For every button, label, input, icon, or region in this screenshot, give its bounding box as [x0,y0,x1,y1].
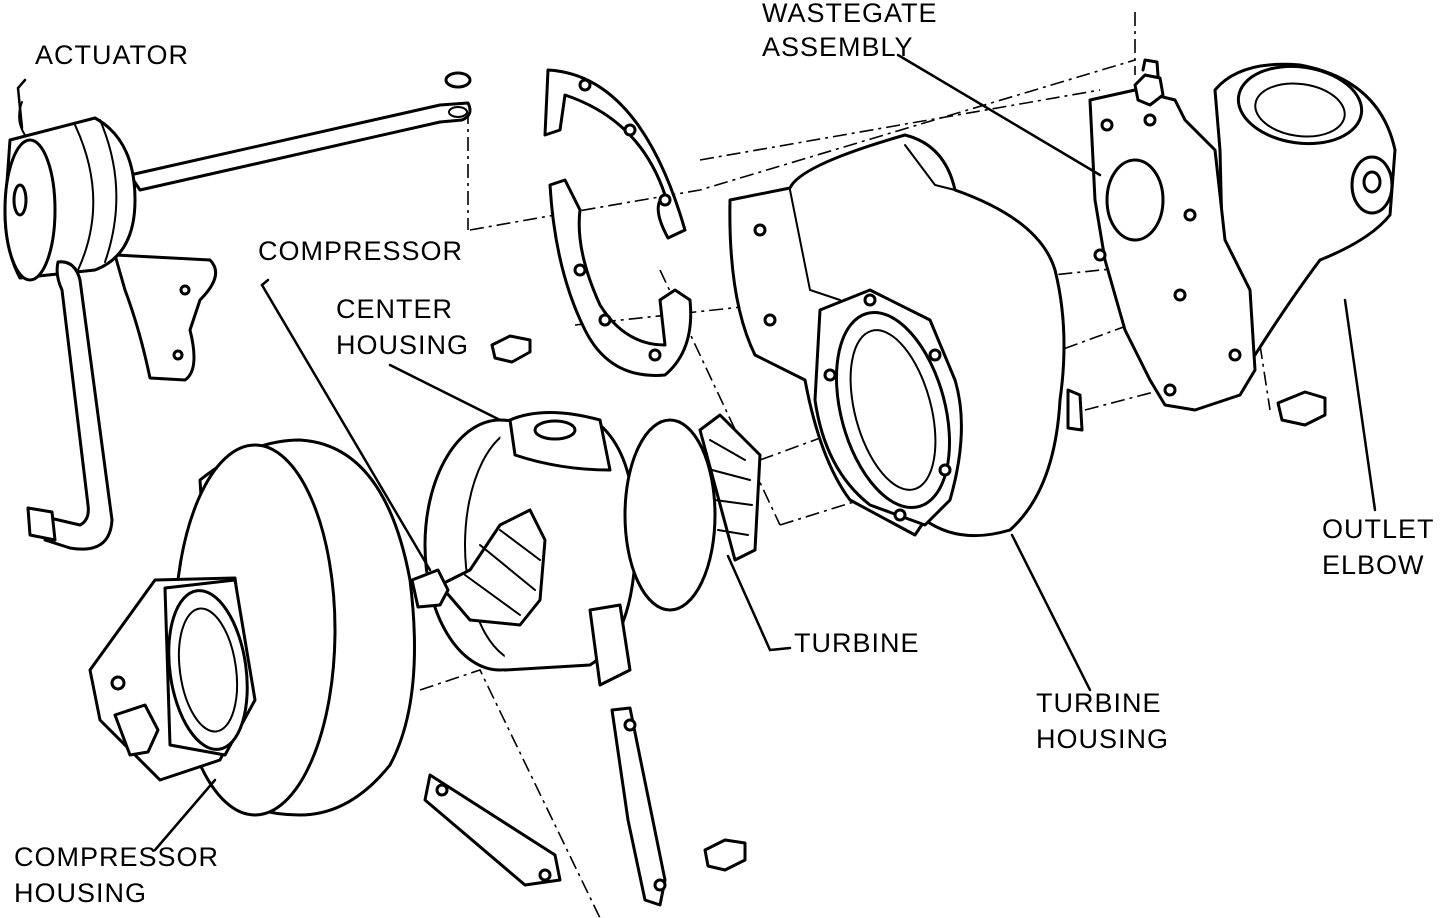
turbine-housing-part [728,133,1084,538]
actuator-part [3,71,472,551]
leader-lines [16,53,1377,852]
label-outlet-elbow-line2: ELBOW [1322,550,1425,580]
wastegate-outlet-part [1088,58,1397,427]
flange-gaskets [490,68,693,377]
label-turbine-housing-line1: TURBINE [1036,688,1162,718]
part-labels: ACTUATOR WASTEGATE ASSEMBLY COMPRESSOR C… [14,0,1435,908]
center-housing-part [423,411,762,687]
label-center-housing-line2: HOUSING [336,330,469,360]
label-center-housing-line1: CENTER [336,294,453,324]
label-actuator: ACTUATOR [35,40,189,70]
label-compressor-housing-line2: HOUSING [14,878,147,908]
label-compressor-housing-line1: COMPRESSOR [14,842,219,872]
label-wastegate-line2: ASSEMBLY [762,32,914,62]
support-brackets [423,706,747,907]
label-turbine: TURBINE [794,628,920,658]
label-wastegate-line1: WASTEGATE [762,0,938,28]
compressor-wheel-part [410,508,547,627]
label-compressor: COMPRESSOR [258,236,463,266]
label-outlet-elbow-line1: OUTLET [1322,514,1435,544]
label-turbine-housing-line2: HOUSING [1036,724,1169,754]
compressor-housing-part [88,438,416,817]
